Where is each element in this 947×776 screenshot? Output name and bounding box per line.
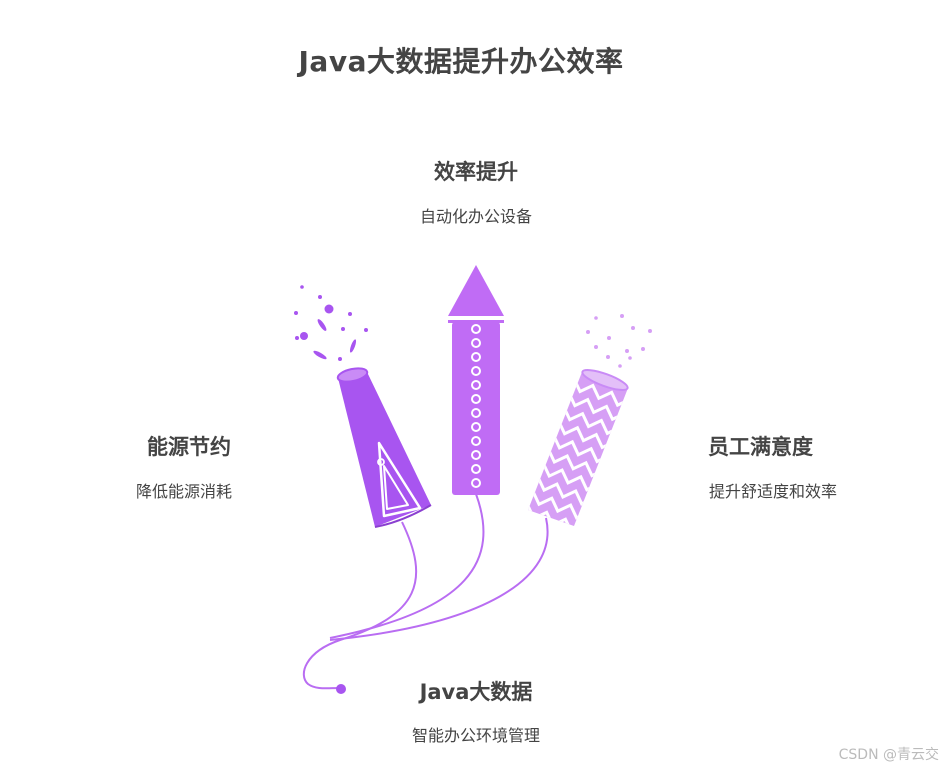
left-sparkles — [294, 285, 368, 361]
fuse-right — [330, 518, 548, 640]
right-sparkles — [586, 314, 652, 368]
fuse-end-dot — [336, 684, 346, 694]
fuse-left — [304, 522, 416, 688]
center-rocket — [447, 265, 505, 495]
fuse-center — [330, 494, 483, 638]
right-rocket — [496, 366, 658, 546]
watermark: CSDN @青云交 — [839, 744, 939, 764]
fuse-lines — [304, 494, 548, 688]
left-rocket — [337, 366, 431, 527]
